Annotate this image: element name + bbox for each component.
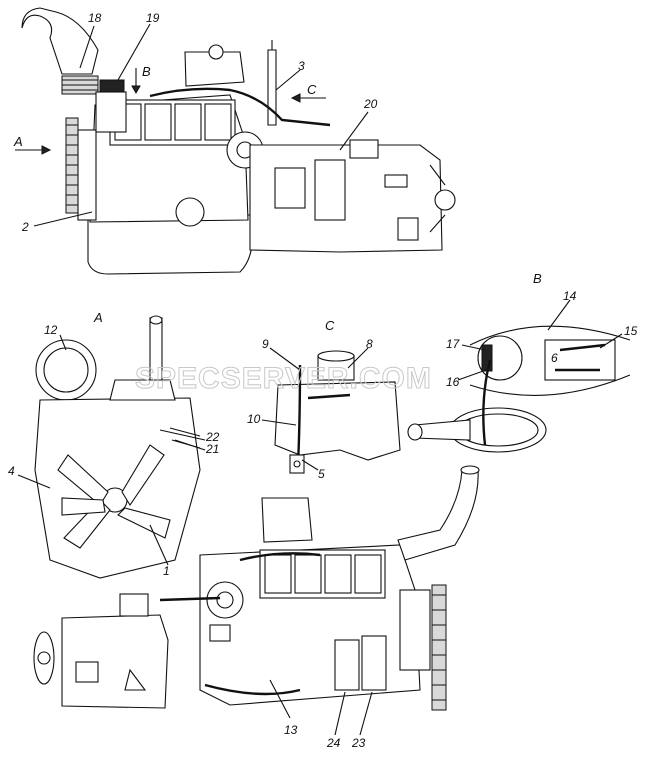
callout-4: 4 bbox=[8, 464, 15, 478]
arrow-label-c: C bbox=[307, 82, 317, 97]
callout-2: 2 bbox=[21, 220, 29, 234]
watermark: SPECSERVER.COM bbox=[135, 362, 432, 395]
callout-24: 24 bbox=[326, 736, 341, 750]
callout-14: 14 bbox=[563, 289, 577, 303]
callout-1: 1 bbox=[163, 564, 170, 578]
callout-18: 18 bbox=[88, 11, 102, 25]
view-label-b: B bbox=[533, 271, 542, 286]
arrow-label-a: A bbox=[13, 134, 23, 149]
callout-20: 20 bbox=[363, 97, 378, 111]
arrow-label-b: B bbox=[142, 64, 151, 79]
callout-19: 19 bbox=[146, 11, 160, 25]
view-label-a: A bbox=[93, 310, 103, 325]
callout-22: 22 bbox=[205, 430, 220, 444]
callout-13: 13 bbox=[284, 723, 298, 737]
callout-10: 10 bbox=[247, 412, 261, 426]
callout-3: 3 bbox=[298, 59, 305, 73]
callout-8: 8 bbox=[366, 337, 373, 351]
view-c bbox=[274, 350, 401, 474]
view-arrows-top bbox=[15, 68, 326, 155]
callout-15: 15 bbox=[624, 324, 638, 338]
leader-lines bbox=[17, 23, 623, 736]
view-a-front bbox=[34, 315, 206, 579]
view-b-air-filter bbox=[407, 325, 631, 453]
top-engine-side-view bbox=[21, 7, 456, 275]
callout-23: 23 bbox=[351, 736, 366, 750]
callout-16: 16 bbox=[446, 375, 460, 389]
view-label-c: C bbox=[325, 318, 335, 333]
callout-12: 12 bbox=[44, 323, 58, 337]
callout-5: 5 bbox=[318, 467, 325, 481]
bottom-engine-side-view bbox=[33, 465, 480, 711]
callout-17: 17 bbox=[446, 337, 461, 351]
callout-6: 6 bbox=[551, 351, 558, 365]
callout-9: 9 bbox=[262, 337, 269, 351]
callout-21: 21 bbox=[205, 442, 219, 456]
